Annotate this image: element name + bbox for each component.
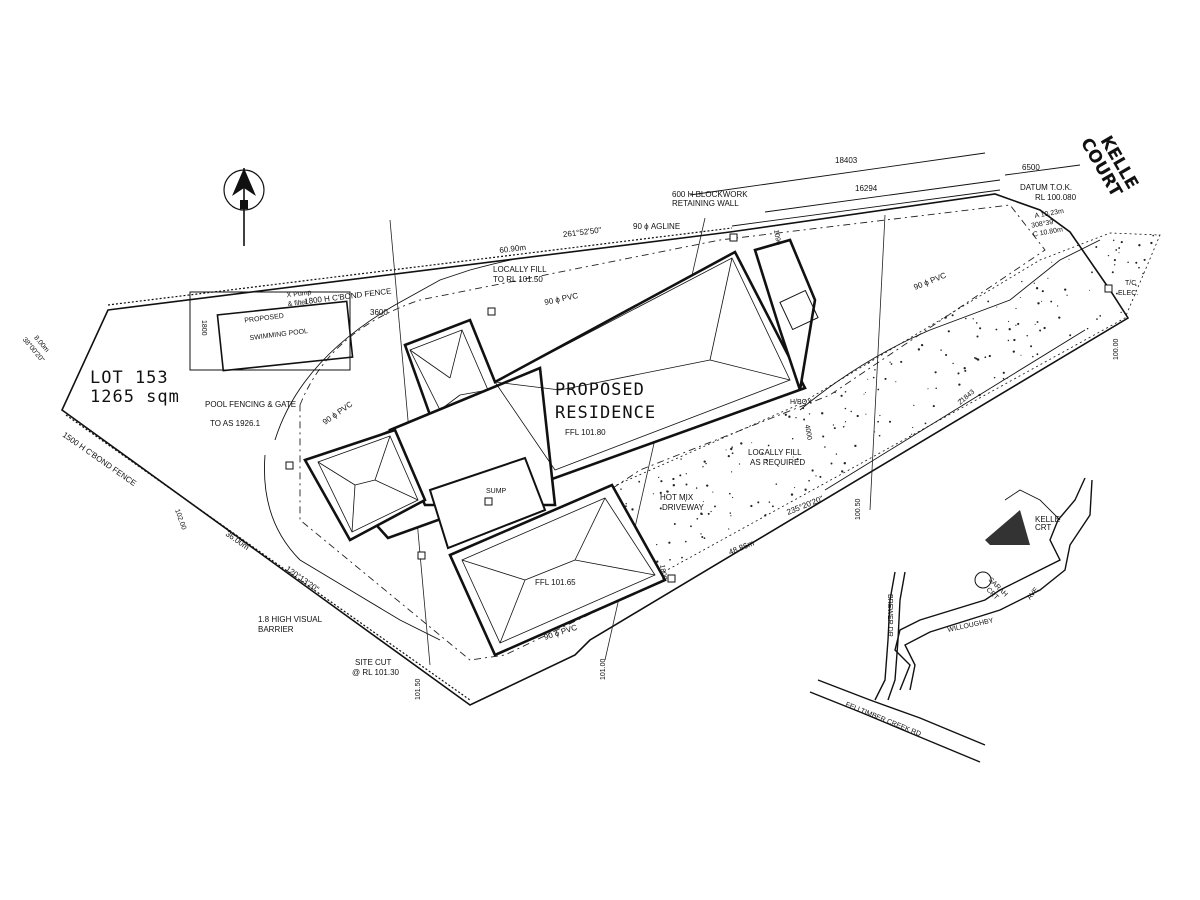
sitecut-note-1: SITE CUT [355,658,392,667]
kelle-court-label: KELLE COURT [1076,133,1142,201]
svg-text:308°39': 308°39' [1031,218,1056,230]
pvc-left: 90 ϕ PVC [321,399,354,426]
retaining-note-1: 600 H BLOCKWORK [672,190,748,199]
datum-line1: DATUM T.O.K. [1020,183,1072,192]
dim-3600: 3600 [370,308,388,317]
hwbox-label: H/BOX [790,399,812,406]
dim-1800b: 1800 [658,564,668,581]
barrier-note-2: BARRIER [258,625,294,634]
lot-boundary [60,193,1130,706]
dim-21843: 21843 [957,389,976,407]
pool-fence-note-2: TO AS 1926.1 [210,419,261,428]
rear-fence [107,227,733,306]
rl-10050: 100.50 [855,498,862,520]
lot-area: 1265 sqm [90,387,180,407]
svg-text:60.90m: 60.90m [499,243,527,255]
dim-6500: 6500 [1022,163,1040,172]
location-map [809,477,1093,763]
svg-text:SWIMMING POOL: SWIMMING POOL [249,328,308,342]
map-kelle: KELLE [1035,515,1060,524]
fill-req-2: AS REQUIRED [750,458,805,467]
retaining-note-2: RETAINING WALL [672,199,739,208]
residence-title-1: PROPOSED [555,380,645,400]
fill-area-outline [274,257,521,441]
dim-1090: 1090 [772,229,782,246]
proposed-residence [303,238,819,657]
map-ave: AVE [1026,586,1040,601]
svg-text:X Pump: X Pump [286,289,312,299]
dimension-lines-top [689,152,1086,491]
dim-102: 102.00 [173,508,187,531]
ffl-main: FFL 101.80 [565,428,606,437]
driveway-1: HOT MIX [660,493,694,502]
ffl-lower: FFL 101.65 [535,578,576,587]
sw-len: 36.00m [224,529,251,552]
svg-text:PROPOSED: PROPOSED [244,313,284,325]
map-crt: CRT [1035,523,1051,532]
rl-10150: 101.50 [415,678,422,700]
map-brewer: BREWER DR [886,594,893,637]
arc-label: A 10.23m 308°39' C 10.80m [1031,208,1065,239]
fill-note-2: TO RL 101.50 [493,275,543,284]
sitecut-note-2: @ RL 101.30 [352,668,400,677]
north-arrow-icon [223,168,265,246]
svg-text:261°52'50": 261°52'50" [562,225,602,239]
retaining-wall [731,189,1001,227]
elec-label: ELEC. [1118,290,1138,297]
swimming-pool [189,291,354,372]
residence-title-2: RESIDENCE [555,403,656,423]
dim-4000: 4000 [803,424,813,441]
driveway-area [611,232,1161,586]
lot-name: LOT 153 [90,368,169,388]
rl-10000: 100.00 [1113,338,1120,360]
front-len: 48.86m [727,538,755,556]
driveway-2: DRIVEWAY [662,503,704,512]
tc-label: T/C [1125,280,1136,287]
datum-line2: RL 100.080 [1035,193,1077,202]
west-boundary-labels: 8.00m 38°00'20" [21,335,50,365]
dim-1800: 1800 [200,320,207,336]
pit-markers [285,233,1113,583]
sump-label: SUMP [486,488,507,495]
front-bearing: 235°20'20" [785,494,824,517]
svg-text:& filter: & filter [287,299,308,308]
fill-note-1: LOCALLY FILL [493,265,547,274]
svg-text:1800 H C'BOND FENCE: 1800 H C'BOND FENCE [304,287,392,307]
agline-note: 90 ϕ AGLINE [633,222,680,231]
barrier-note-1: 1.8 HIGH VISUAL [258,615,323,624]
map-felltimber: FELLTIMBER CREEK RD [844,701,922,738]
dim-16294: 16294 [855,184,878,193]
sw-fence [65,414,471,701]
pvc-top: 90 ϕ PVC [544,291,580,307]
dim-18403: 18403 [835,156,858,165]
fill-req-1: LOCALLY FILL [748,448,802,457]
pvc-right: 90 ϕ PVC [912,271,947,292]
pool-fence-note: POOL FENCING & GATE [205,400,296,409]
fill-area-outline-2 [264,454,441,641]
rl-10100: 101.00 [600,658,607,680]
